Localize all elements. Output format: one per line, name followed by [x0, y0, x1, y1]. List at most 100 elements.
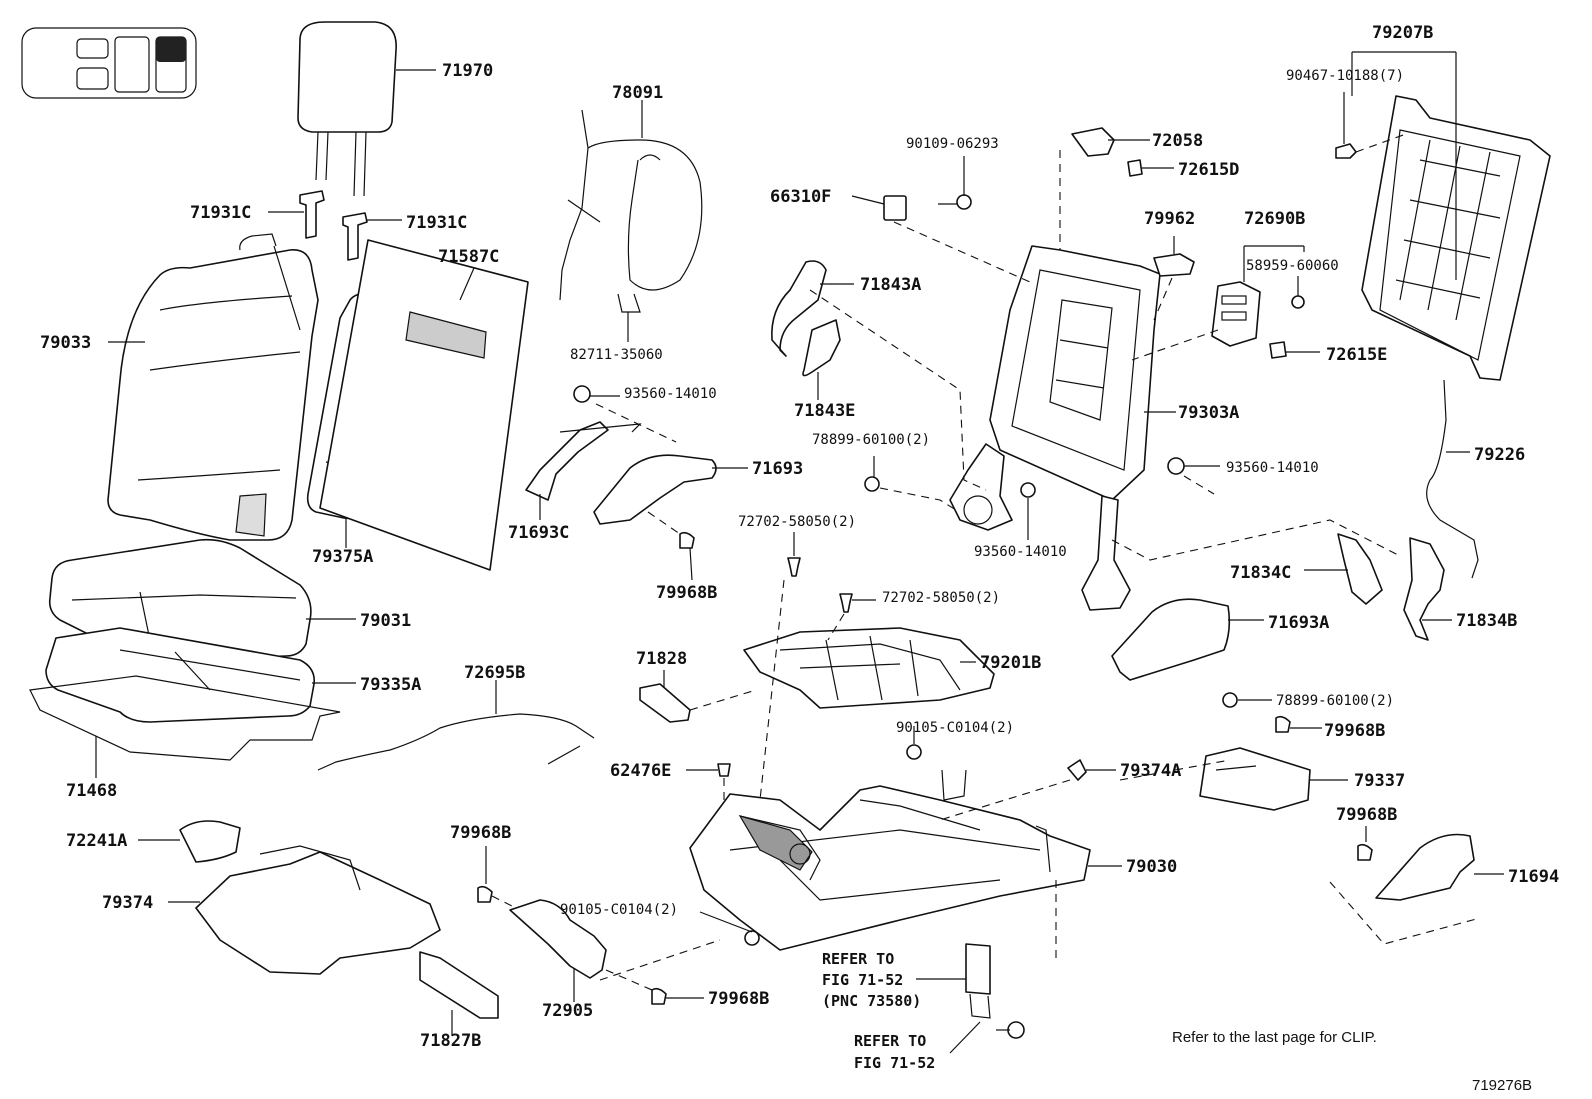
label-79337: 79337 — [1354, 771, 1405, 791]
label-93560-14010-a: 93560-14010 — [624, 386, 717, 402]
label-79030: 79030 — [1126, 857, 1177, 877]
clip-79968b-c — [605, 969, 704, 1005]
cable-clip-82711 — [617, 293, 641, 342]
headrest-guide-left — [268, 190, 325, 239]
label-71843a: 71843A — [860, 275, 921, 295]
screw-93560-a — [573, 385, 677, 443]
label-71828: 71828 — [636, 649, 687, 669]
ref2-line2: FIG 71-52 — [854, 1054, 935, 1072]
label-72058: 72058 — [1152, 131, 1203, 151]
cable-79226 — [1426, 379, 1479, 579]
screw-78899-b — [1222, 692, 1272, 708]
seat-belt-buckle — [916, 943, 1025, 1054]
release-cable-78091 — [559, 100, 703, 301]
label-71587c: 71587C — [438, 247, 499, 267]
hinge-cover-71693c — [525, 421, 642, 520]
label-79226: 79226 — [1474, 445, 1525, 465]
seatback-frame — [949, 245, 1176, 611]
figure-id: 719276B — [1472, 1077, 1532, 1094]
screw-90105-a — [699, 911, 760, 946]
hinge-cover-71693a — [1111, 598, 1264, 681]
headrest — [297, 21, 436, 197]
clip-79968b-e — [1357, 826, 1373, 861]
screw-78899-a — [864, 456, 957, 511]
hinge-cover-71834b — [1403, 537, 1452, 641]
hinge-cover-71834c — [1304, 533, 1383, 605]
label-90109-06293: 90109-06293 — [906, 136, 999, 152]
label-71834b: 71834B — [1456, 611, 1517, 631]
screw-58959 — [1291, 276, 1305, 309]
guide-line-5 — [1119, 759, 1231, 781]
clip-79968b-d — [1275, 715, 1322, 733]
label-71931c-left: 71931C — [190, 203, 251, 223]
label-71931c-right: 71931C — [406, 213, 467, 233]
cover-79374 — [168, 845, 441, 975]
cushion-frame — [743, 627, 995, 709]
screw-90105-b — [906, 726, 922, 760]
cover-71827b — [419, 951, 499, 1036]
hinge-cover-71843e — [802, 319, 841, 400]
release-cable-72695b — [317, 680, 595, 771]
label-79335a: 79335A — [360, 675, 421, 695]
seat-locator-icon — [21, 27, 197, 99]
clip-72615e — [1269, 341, 1320, 359]
clip-reference-note: Refer to the last page for CLIP. — [1172, 1029, 1377, 1046]
label-93560-14010-c: 93560-14010 — [1226, 460, 1319, 476]
label-79968b-b: 79968B — [450, 823, 511, 843]
label-79033: 79033 — [40, 333, 91, 353]
label-71693: 71693 — [752, 459, 803, 479]
label-79031: 79031 — [360, 611, 411, 631]
label-72690b: 72690B — [1244, 209, 1305, 229]
guide-line-1 — [809, 289, 987, 491]
label-71693a: 71693A — [1268, 613, 1329, 633]
hinge-cover-71693 — [593, 454, 748, 525]
label-72615e: 72615E — [1326, 345, 1387, 365]
label-79375a: 79375A — [312, 547, 373, 567]
clip-90467 — [1335, 92, 1407, 159]
label-72615d: 72615D — [1178, 160, 1239, 180]
label-93560-14010-b: 93560-14010 — [974, 544, 1067, 560]
ref1-line1: REFER TO — [822, 950, 894, 968]
label-90467-10188: 90467-10188(7) — [1286, 68, 1404, 84]
latch-72690b — [1131, 245, 1305, 361]
label-72702-58050-b: 72702-58050(2) — [882, 590, 1000, 606]
cover-79337 — [1199, 747, 1348, 811]
cover-72241a — [138, 820, 241, 863]
label-71468: 71468 — [66, 781, 117, 801]
guide-line-4 — [939, 779, 1071, 821]
label-79968b-a: 79968B — [656, 583, 717, 603]
seatback-cover — [107, 233, 319, 541]
label-58959-60060: 58959-60060 — [1246, 258, 1339, 274]
cover-72905 — [509, 899, 607, 1002]
ref2-line1: REFER TO — [854, 1032, 926, 1050]
hinge-cover-71694 — [1329, 833, 1504, 945]
label-79962: 79962 — [1144, 209, 1195, 229]
part-labels: 71970 78091 71931C 71931C 71587C 79033 8… — [40, 23, 1559, 1051]
seat-cushion-pad — [45, 627, 356, 723]
striker-72058 — [1059, 127, 1150, 250]
label-71827b: 71827B — [420, 1031, 481, 1051]
screw-93560-b — [1020, 482, 1036, 540]
screw-90109 — [938, 156, 972, 210]
ref1-line2: FIG 71-52 — [822, 971, 903, 989]
seat-heater-sheet — [29, 675, 341, 778]
cap-79962 — [1153, 236, 1195, 321]
bracket-71828 — [639, 670, 757, 723]
label-78091: 78091 — [612, 83, 663, 103]
label-78899-60100-b: 78899-60100(2) — [1276, 693, 1394, 709]
label-90105-c0104-a: 90105-C0104(2) — [560, 902, 678, 918]
label-71834c: 71834C — [1230, 563, 1291, 583]
label-79968b-d: 79968B — [1324, 721, 1385, 741]
screw-93560-c — [1167, 457, 1220, 495]
bracket-66310f — [851, 195, 1031, 283]
label-79303a: 79303A — [1178, 403, 1239, 423]
label-79374a: 79374A — [1120, 761, 1181, 781]
clip-79968b-b — [477, 846, 521, 911]
label-78899-60100-a: 78899-60100(2) — [812, 432, 930, 448]
label-79207b: 79207B — [1372, 23, 1433, 43]
seatback-board — [319, 239, 529, 571]
label-71693c: 71693C — [508, 523, 569, 543]
guide-line-6 — [599, 939, 721, 981]
label-62476e: 62476E — [610, 761, 671, 781]
